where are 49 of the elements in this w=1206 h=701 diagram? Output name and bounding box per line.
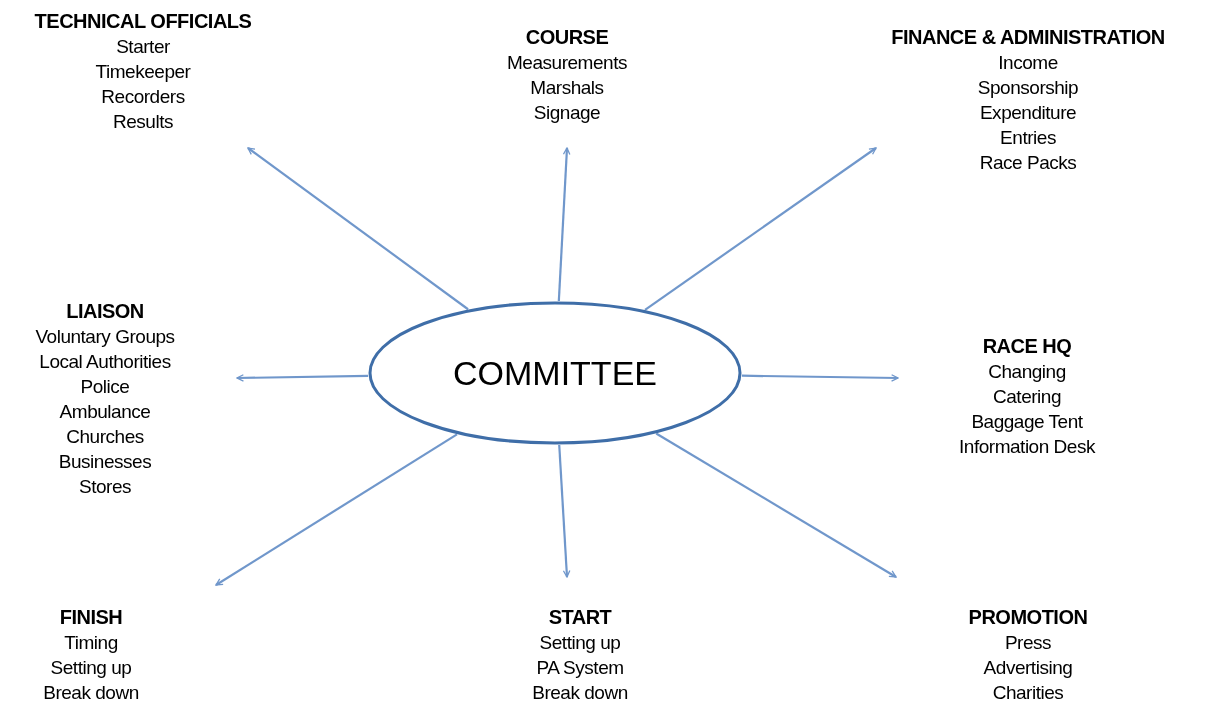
- task-item: Income: [998, 51, 1058, 75]
- task-item: Race Packs: [979, 151, 1077, 175]
- arrow: [247, 147, 469, 311]
- group-heading: START: [548, 605, 612, 630]
- task-item: Timekeeper: [95, 60, 191, 84]
- task-item: Businesses: [58, 450, 152, 474]
- group-heading: PROMOTION: [968, 605, 1088, 630]
- task-item: Churches: [66, 425, 144, 449]
- task-item: Break down: [43, 681, 139, 701]
- group-heading: RACE HQ: [982, 334, 1072, 359]
- task-item: Police: [80, 375, 130, 399]
- task-item: Measurements: [507, 51, 627, 75]
- task-item: Voluntary Groups: [35, 325, 175, 349]
- task-item: Setting up: [50, 656, 132, 680]
- task-item: Break down: [532, 681, 628, 701]
- task-item: Results: [113, 110, 173, 134]
- task-item: Timing: [64, 631, 118, 655]
- task-item: Changing: [988, 360, 1066, 384]
- arrow: [215, 433, 458, 586]
- task-item: Charities: [992, 681, 1064, 701]
- group-heading: LIAISON: [66, 299, 144, 324]
- task-item: Expenditure: [979, 101, 1077, 125]
- arrow: [557, 147, 571, 302]
- task-item: Starter: [116, 35, 170, 59]
- arrow: [558, 444, 571, 578]
- task-item: Entries: [1000, 126, 1056, 150]
- task-item: Catering: [993, 385, 1061, 409]
- task-item: Stores: [78, 475, 132, 499]
- task-item: Baggage Tent: [971, 410, 1083, 434]
- task-item: Signage: [533, 101, 601, 125]
- arrow: [655, 432, 897, 578]
- node-title: COMMITTEE: [453, 356, 657, 390]
- task-item: Ambulance: [59, 400, 151, 424]
- arrow: [236, 374, 369, 382]
- group-heading: FINISH: [59, 605, 123, 630]
- group-heading: TECHNICAL OFFICIALS: [34, 9, 252, 34]
- arrow: [741, 374, 899, 382]
- task-item: Setting up: [539, 631, 621, 655]
- task-item: Local Authorities: [39, 350, 171, 374]
- task-item: Sponsorship: [977, 76, 1079, 100]
- task-item: Marshals: [530, 76, 604, 100]
- arrow: [644, 147, 877, 311]
- task-item: Press: [1004, 631, 1052, 655]
- task-item: Recorders: [101, 85, 185, 109]
- task-item: Advertising: [983, 656, 1073, 680]
- group-heading: FINANCE & ADMINISTRATION: [891, 25, 1165, 50]
- task-item: PA System: [536, 656, 624, 680]
- group-heading: COURSE: [525, 25, 609, 50]
- task-item: Information Desk: [959, 435, 1095, 459]
